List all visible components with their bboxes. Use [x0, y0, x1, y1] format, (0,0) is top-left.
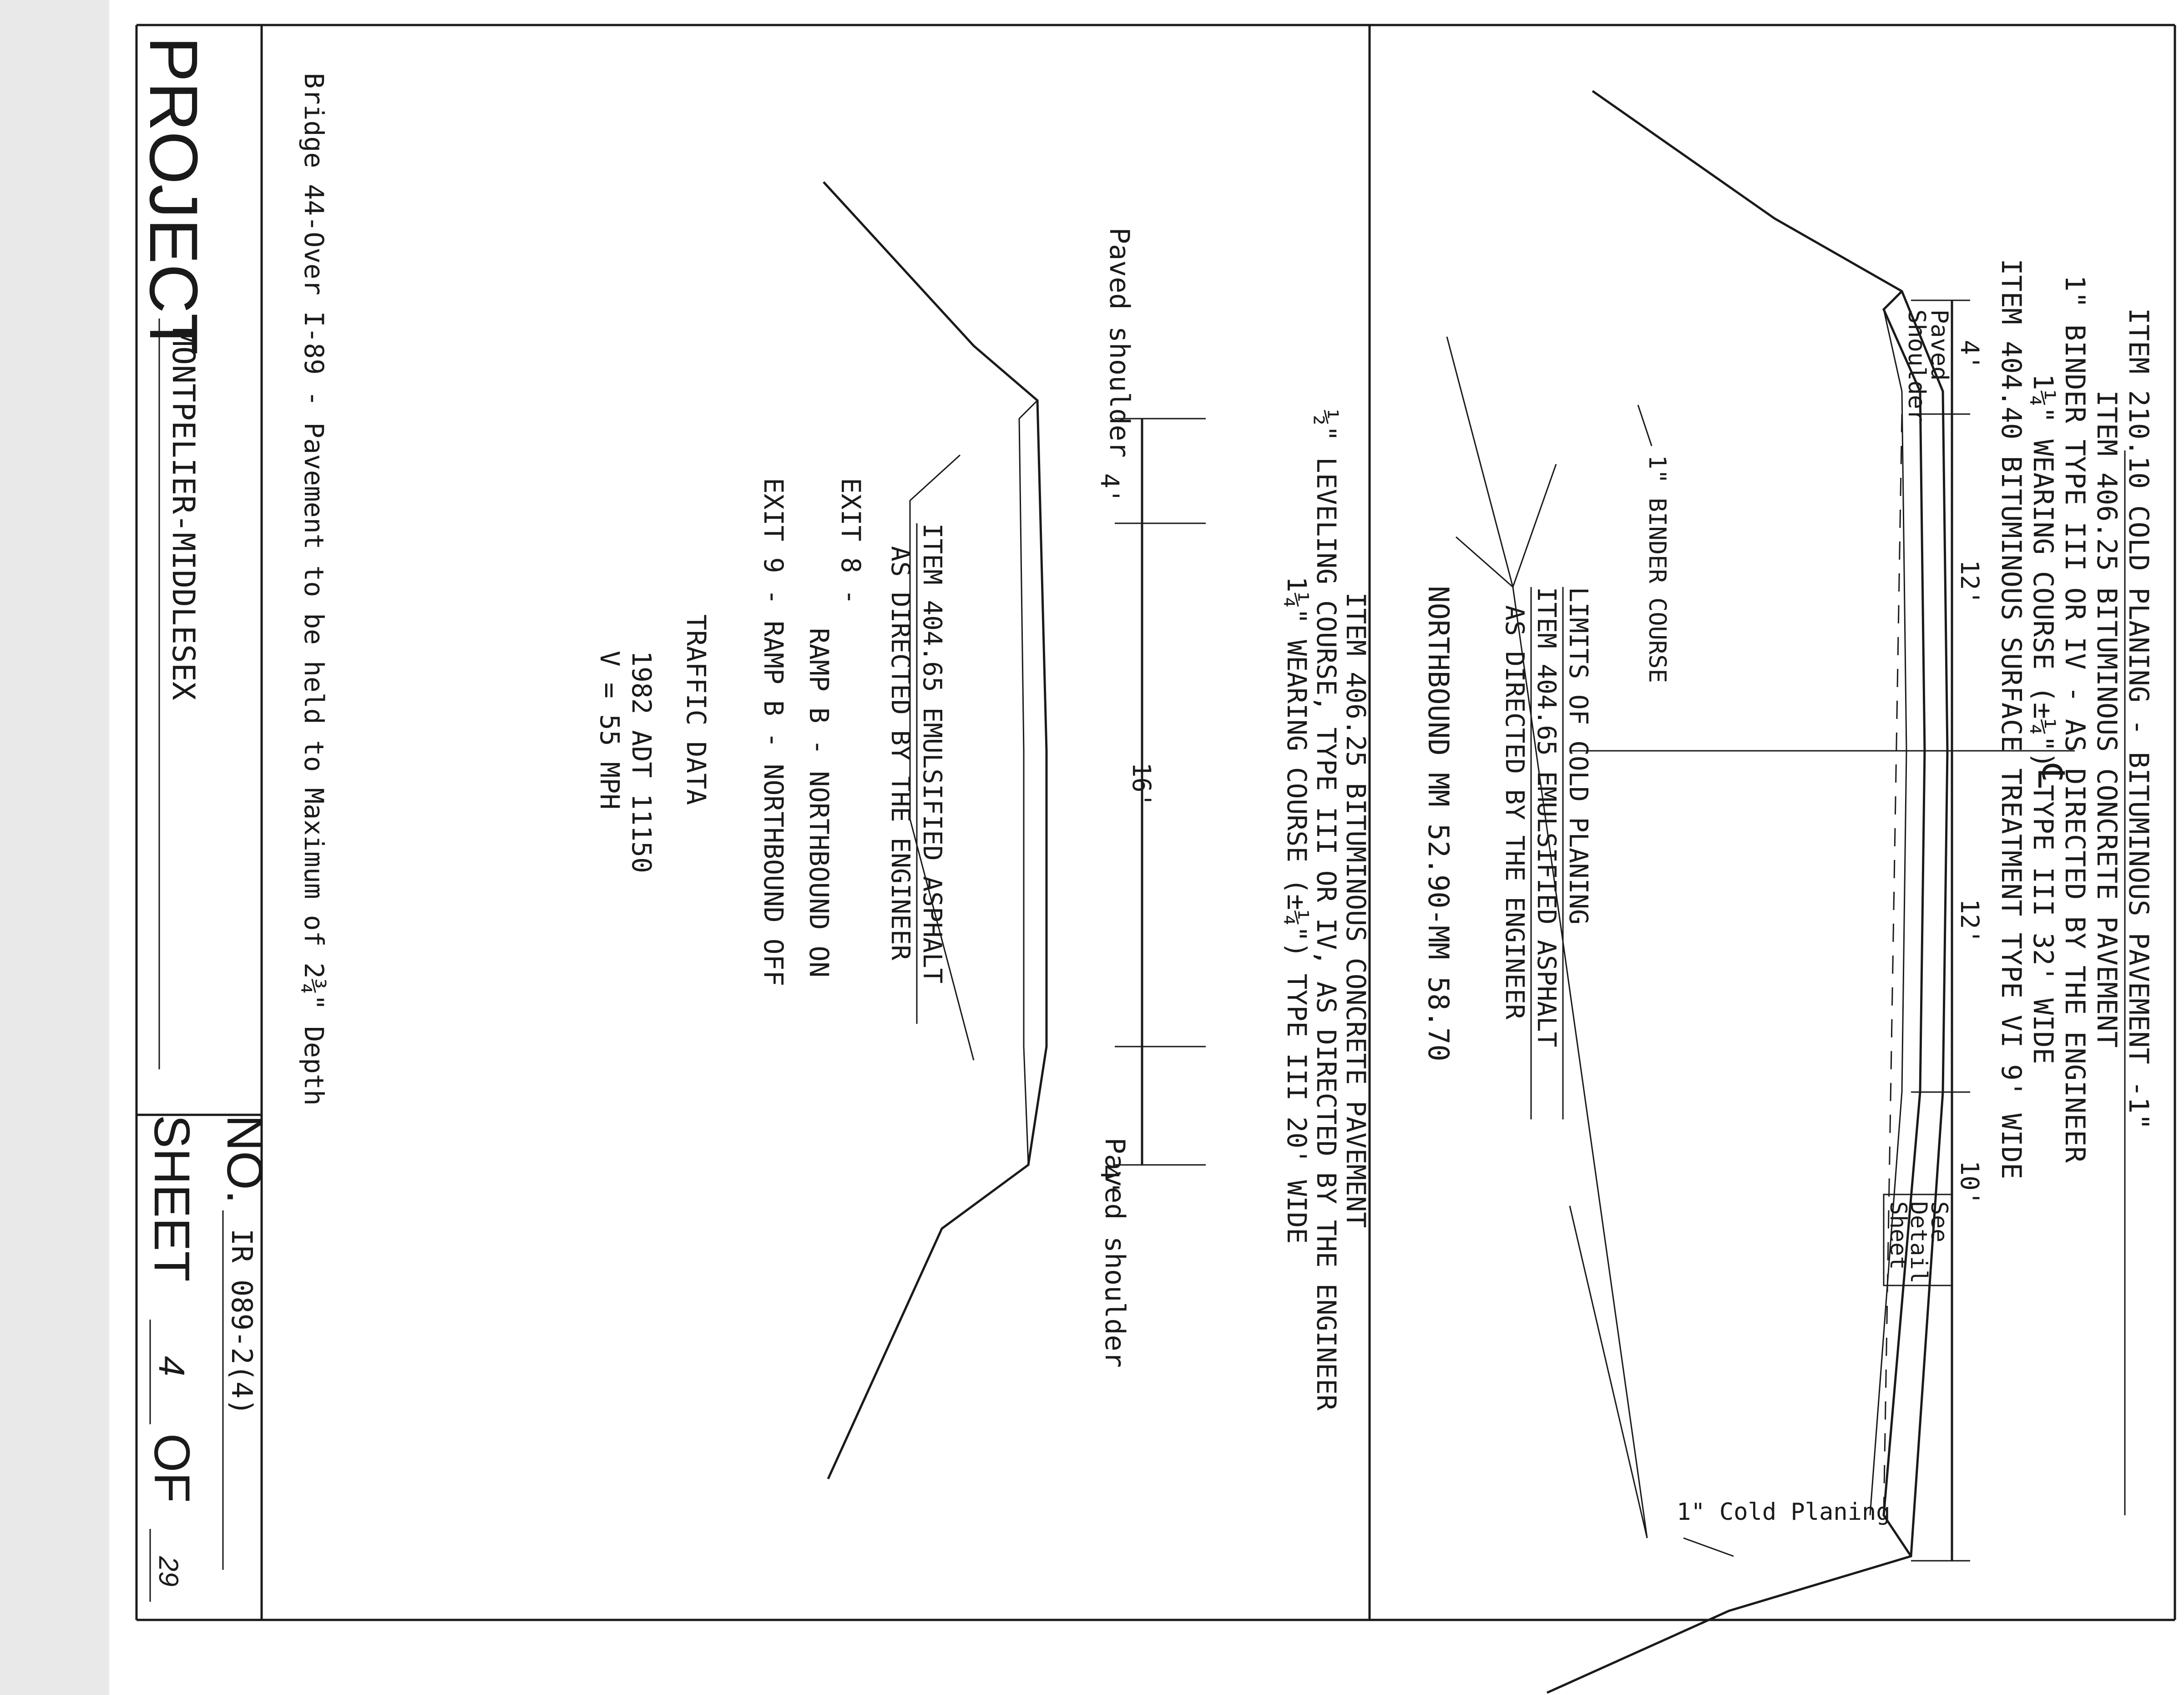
limits-cold-planing: LIMITS OF COLD PLANING	[1563, 587, 1593, 925]
cold-planing-limit-line	[1883, 414, 1903, 1516]
sheet-border	[135, 24, 2176, 1621]
dim-lane-12a: 12'	[1955, 560, 1984, 605]
ramp-right-shoulder: Paved shoulder	[1099, 1138, 1131, 1368]
paved-shoulder-label-1: Paved	[1926, 309, 1953, 381]
traffic-adt: 1982 ADT 11150	[626, 651, 657, 873]
ramp-directed-label: AS DIRECTED BY THE ENGINEER	[885, 546, 915, 961]
item-wearing-32: 1¼" WEARING COURSE (±¼") TYPE III 32' WI…	[2027, 374, 2059, 1064]
no-label: NO.	[217, 1115, 273, 1204]
exit8-label: EXIT 8 -	[835, 478, 866, 605]
road-profile-base	[1869, 309, 1907, 1516]
see-detail-1: See	[1926, 1201, 1952, 1242]
sheet-label: SHEET	[144, 1115, 200, 1282]
exit9-label: EXIT 9 - RAMP B - NORTHBOUND OFF	[758, 478, 789, 986]
item-bit-conc-pavement: ITEM 406.25 BITUMINOUS CONCRETE PAVEMENT	[2091, 390, 2123, 1048]
project-label: PROJECT	[136, 36, 212, 355]
item-binder: 1" BINDER TYPE III OR IV - AS DIRECTED B…	[2059, 275, 2091, 1164]
binder-course-label: 1" BINDER COURSE	[1643, 455, 1671, 683]
northbound-section: ITEM 210.10 COLD PLANING - BITUMINOUS PA…	[1281, 90, 2154, 1694]
nb-location: NORTHBOUND MM 52.90-MM 58.70	[1422, 586, 1455, 1061]
centerline-symbol: ℄	[2031, 764, 2071, 788]
pavement-item-3: 1¼" WEARING COURSE (±¼") TYPE III 20' WI…	[1281, 577, 1312, 1244]
dim-shoulder-10: 10'	[1955, 1160, 1984, 1205]
traffic-heading: TRAFFIC DATA	[681, 614, 712, 805]
sheet-total: 29	[153, 1556, 184, 1587]
ramp-section: Paved shoulder Paved shoulder 4' 4' 16' …	[594, 181, 1206, 1480]
project-name: MONTPELIER-MIDDLESEX	[165, 328, 201, 700]
pavement-item-2: ½" LEVELING COURSE, TYPE III OR IV, AS D…	[1311, 410, 1342, 1411]
cold-planing-label: 1" Cold Planing	[1677, 1498, 1891, 1526]
exit8-ramp: RAMP B - NORTHBOUND ON	[804, 628, 834, 977]
ramp-dim-right: 4'	[1095, 1165, 1124, 1195]
ramp-emulsified-label: ITEM 404.65 EMULSIFIED ASPHALT	[917, 523, 947, 983]
sheet-number: 4	[152, 1356, 192, 1376]
traffic-speed: V = 55 MPH	[594, 651, 625, 810]
ramp-profile-base	[1018, 400, 1038, 1165]
road-profile-top	[1546, 90, 1949, 1694]
of-label: OF	[144, 1433, 200, 1503]
nb-directed-label: AS DIRECTED BY THE ENGINEER	[1500, 605, 1529, 1020]
dim-lane-12b: 12'	[1955, 899, 1984, 944]
project-number: IR 089-2(4)	[225, 1229, 258, 1416]
item-cold-planing: ITEM 210.10 COLD PLANING - BITUMINOUS PA…	[2123, 308, 2154, 1130]
title-block: PROJECT MONTPELIER-MIDDLESEX NO. IR 089-…	[136, 36, 329, 1602]
bridge-note: Bridge 44-Over I-89 - Pavement to be hel…	[298, 73, 329, 1106]
nb-emulsified-label: ITEM 404.65 EMULSIFIED ASPHALT	[1532, 587, 1561, 1047]
dim-shoulder-4: 4'	[1955, 340, 1984, 370]
scan-edge	[0, 0, 109, 1695]
item-surface-treatment: ITEM 404.40 BITUMINOUS SURFACE TREATMENT…	[1995, 259, 2027, 1179]
ramp-dim-left: 4'	[1095, 473, 1124, 503]
ramp-left-shoulder: Paved shoulder	[1103, 228, 1135, 458]
ramp-profile-top	[823, 181, 1048, 1480]
pavement-item-1: ITEM 406.25 BITUMINOUS CONCRETE PAVEMENT	[1340, 592, 1371, 1228]
